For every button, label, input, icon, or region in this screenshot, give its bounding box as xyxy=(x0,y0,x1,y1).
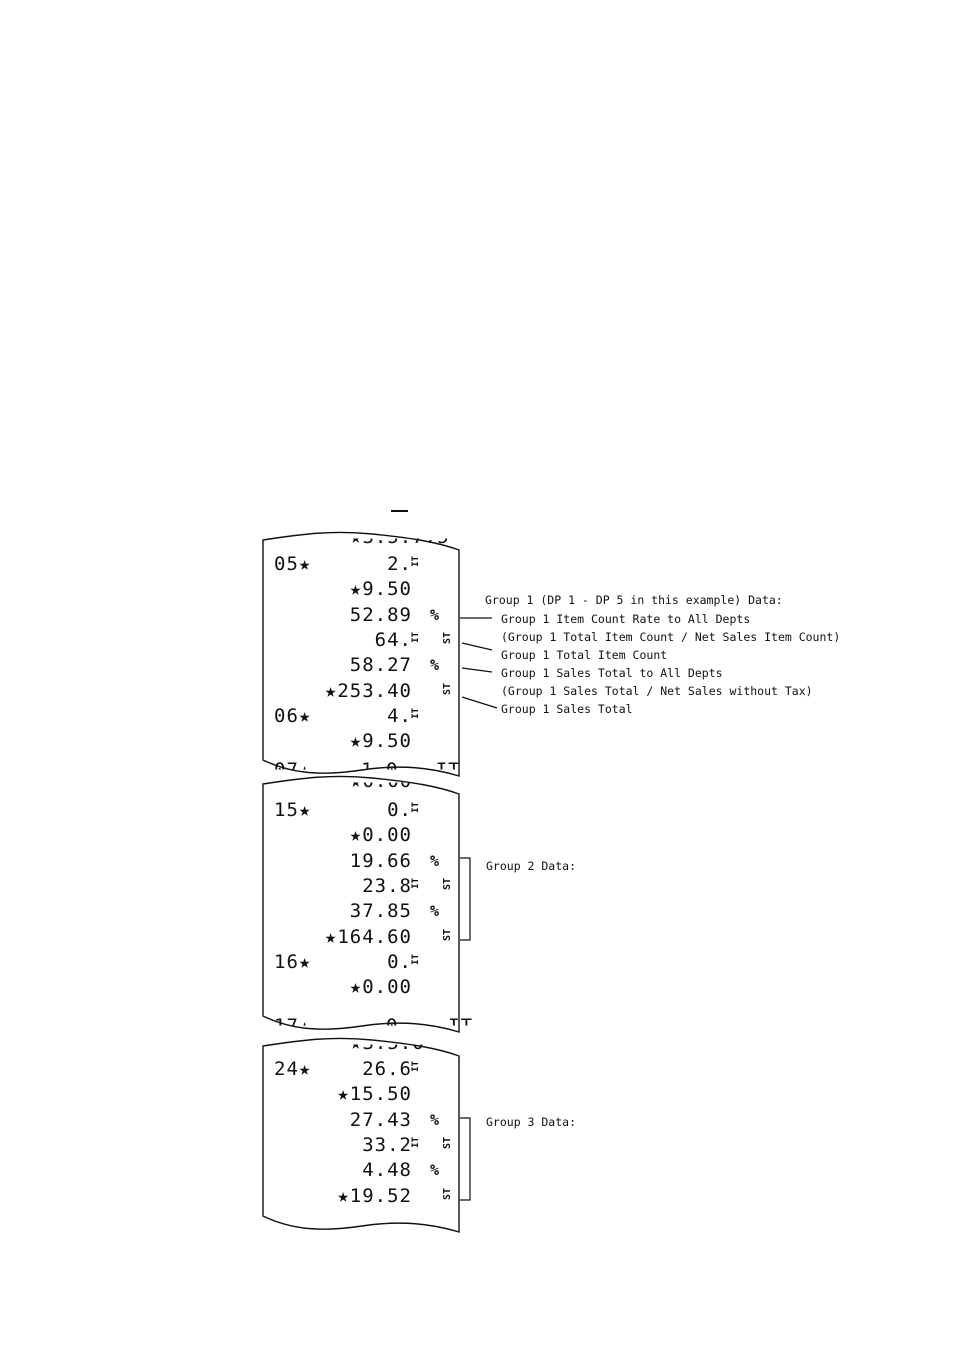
percent-mark: % xyxy=(430,902,440,921)
receipt-paper-outline xyxy=(262,531,460,777)
receipt-value: ★19.52 xyxy=(337,1184,412,1207)
receipt-value: 19.66 xyxy=(349,849,412,872)
receipt-paper-outline xyxy=(262,775,460,1033)
receipt-value: 26.6 xyxy=(362,1058,412,1080)
percent-mark: % xyxy=(430,1161,440,1180)
receipt-value: 4.48 xyxy=(362,1159,412,1182)
receipt-value: 33.2 xyxy=(362,1133,412,1156)
receipt-row: ★15.50 xyxy=(262,1085,460,1107)
group1-total-item-count: Group 1 Total Item Count xyxy=(501,648,668,662)
receipt-row: 37.85% xyxy=(262,902,460,924)
receipt-value: ★9.50 xyxy=(349,730,412,753)
receipt-value: ★0.00 xyxy=(349,824,412,847)
receipt-row: 58.27% xyxy=(262,656,460,678)
receipt-value: 4. xyxy=(387,704,412,727)
group2-heading: Group 2 Data: xyxy=(486,859,577,873)
receipt-value: 58.27 xyxy=(349,654,412,677)
department-code: 24★ xyxy=(274,1058,312,1080)
receipt-row: ★9.50 xyxy=(262,580,460,602)
receipt-value: 0. xyxy=(387,799,412,821)
top-dash-mark xyxy=(391,510,408,512)
receipt-value: 0. xyxy=(387,950,412,973)
group1-item-count-rate-formula: (Group 1 Total Item Count / Net Sales It… xyxy=(501,630,841,644)
group1-item-count-rate: Group 1 Item Count Rate to All Depts xyxy=(501,612,751,626)
percent-mark: % xyxy=(430,605,440,624)
receipt-row: 19.66% xyxy=(262,851,460,874)
receipt-row: 52.89% xyxy=(262,605,460,628)
receipt-value: 2. xyxy=(387,553,412,575)
receipt-value: 23.8 xyxy=(362,874,412,897)
receipt-value: 37.85 xyxy=(349,900,412,923)
receipt-row: 4.48% xyxy=(262,1161,460,1183)
receipt-row: ★9.50 xyxy=(262,732,460,754)
department-code: 15★ xyxy=(274,799,312,821)
receipt-value: ★0.00 xyxy=(349,976,412,999)
receipt-value: ★15.50 xyxy=(337,1083,412,1106)
receipt-partial-top-line: ★0.00 xyxy=(350,770,413,792)
receipt-row: 15★0.IT xyxy=(262,801,460,823)
receipt-row: 16★0.IT xyxy=(262,950,460,975)
group1-sales-total: Group 1 Sales Total xyxy=(501,702,633,716)
receipt-value: 52.89 xyxy=(349,603,412,626)
receipt-value: ★253.40 xyxy=(324,679,412,702)
group3-heading: Group 3 Data: xyxy=(486,1115,577,1129)
receipt-row: 27.43% xyxy=(262,1110,460,1133)
group1-heading: Group 1 (DP 1 - DP 5 in this example) Da… xyxy=(485,593,783,607)
percent-mark: % xyxy=(430,851,440,870)
receipt-paper-outline xyxy=(262,1037,460,1233)
receipt-value: ★9.50 xyxy=(349,578,412,601)
receipt-value: ★164.60 xyxy=(324,925,412,948)
receipt-partial-top-line: ★3.5.0 xyxy=(350,1032,425,1054)
group1-sales-total-rate-formula: (Group 1 Sales Total / Net Sales without… xyxy=(501,684,813,698)
receipt-row: ★0.00 xyxy=(262,826,460,848)
percent-mark: % xyxy=(430,1110,440,1129)
receipt-partial-bottom-line: 07★ 1.0 IT xyxy=(274,759,461,781)
percent-mark: % xyxy=(430,656,440,675)
department-code: 16★ xyxy=(274,950,312,973)
receipt-row: 06★4.IT xyxy=(262,704,460,729)
receipt-row: 05★2.IT xyxy=(262,555,460,577)
receipt-value: 27.43 xyxy=(349,1108,412,1131)
department-code: 06★ xyxy=(274,704,312,727)
receipt-value: 64. xyxy=(374,628,412,651)
receipt-partial-top-line: ★3.5.7.5 xyxy=(350,526,450,548)
receipt-row: ★0.00 xyxy=(262,978,460,1000)
department-code: 05★ xyxy=(274,553,312,575)
receipt-partial-bottom-line: 17★ 0. IT xyxy=(274,1015,474,1037)
group1-sales-total-rate: Group 1 Sales Total to All Depts xyxy=(501,666,723,680)
